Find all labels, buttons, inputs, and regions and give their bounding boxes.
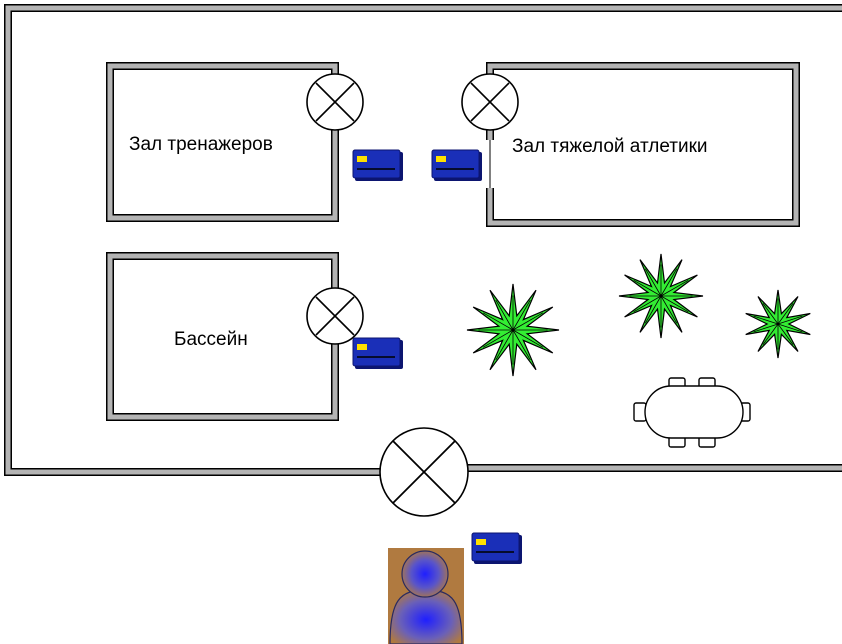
plant-3-vein	[777, 303, 794, 325]
access-card-gym-icon[interactable]	[352, 149, 404, 182]
room-weightlifting: Зал тяжелой атлетики	[484, 62, 800, 227]
plant-1-vein	[512, 299, 531, 331]
plant-3-vein	[777, 323, 794, 345]
access-card-visitor-icon[interactable]	[471, 532, 523, 565]
plant-1-vein	[482, 329, 514, 348]
plant-3-vein	[753, 315, 779, 325]
plant-3-vein	[753, 323, 779, 333]
plant-2-vein	[660, 295, 678, 324]
door-lock-weightlifting-icon[interactable]	[461, 73, 519, 131]
door-lock-pool-icon[interactable]	[306, 287, 364, 345]
plant-2-vein	[660, 268, 678, 297]
plant-2-vein	[660, 279, 689, 297]
plant-1-vein	[512, 329, 531, 361]
plant-3-vein	[777, 315, 803, 325]
plant-2-vein	[633, 279, 662, 297]
door-lock-gym-icon[interactable]	[306, 73, 364, 131]
room-gym: Зал тренажеров	[106, 62, 339, 222]
door-lock-main-entrance-icon[interactable]	[379, 427, 469, 517]
plants	[466, 253, 811, 377]
plant-1-vein	[495, 299, 514, 331]
plant-2-vein	[660, 295, 689, 313]
room-label-gym: Зал тренажеров	[129, 134, 273, 155]
plant-3-vein	[777, 323, 803, 333]
room-label-pool: Бассейн	[174, 329, 248, 350]
plant-1-vein	[495, 329, 514, 361]
person-icon	[388, 548, 464, 644]
plant-2-vein	[644, 268, 662, 297]
plant-1-vein	[482, 312, 514, 331]
plant-3-vein	[762, 323, 779, 345]
dining-table-icon	[633, 377, 751, 448]
plant-1-vein	[512, 329, 544, 348]
access-card-pool-icon[interactable]	[352, 337, 404, 370]
plant-3-vein	[762, 303, 779, 325]
plant-2-vein	[633, 295, 662, 313]
plant-1-vein	[512, 312, 544, 331]
plant-2-vein	[644, 295, 662, 324]
building-wall	[4, 4, 842, 476]
room-pool: Бассейн	[106, 252, 341, 421]
room-label-weightlifting: Зал тяжелой атлетики	[512, 136, 708, 157]
access-card-weightlifting-icon[interactable]	[431, 149, 483, 182]
